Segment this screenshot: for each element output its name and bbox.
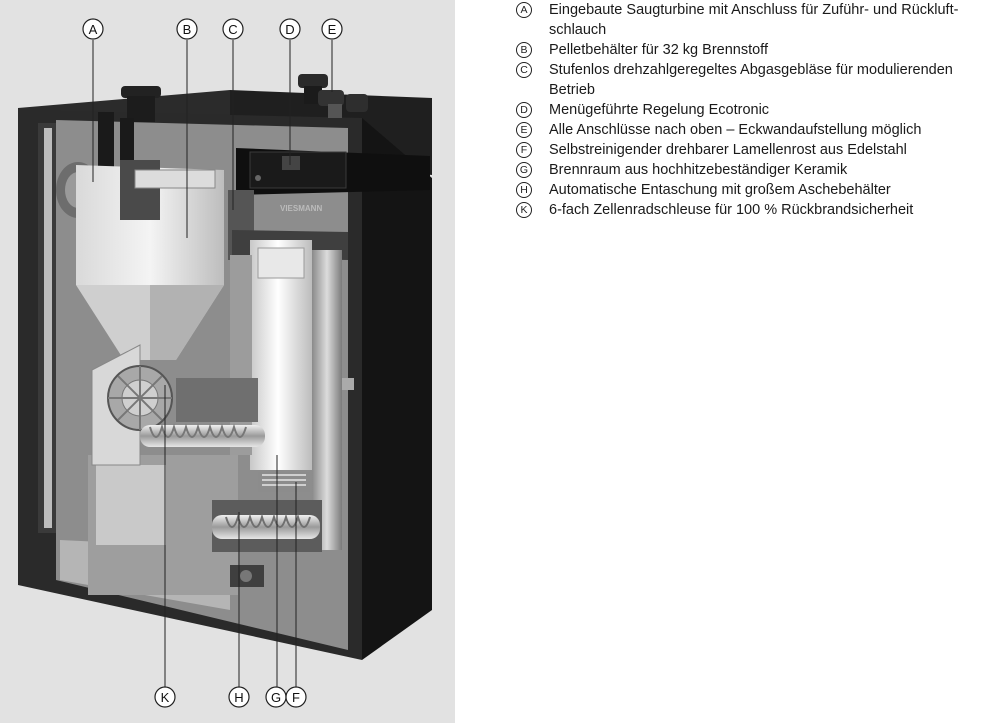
legend-text: Alle Anschlüsse nach oben – Eckwandaufst… [549,122,922,138]
callout-label: H [234,690,243,705]
legend-item-c: C Stufenlos drehzahlgeregeltes Abgasgebl… [515,60,1002,100]
legend-text: Brennraum aus hochhitzebeständiger Keram… [549,162,848,178]
legend-item-d: D Menügeführte Regelung Ecotronic [515,100,1002,120]
callout-label: C [228,22,237,37]
control-panel: VIESMANN [236,148,430,213]
callout-a: A [82,18,104,40]
legend-text: Automatische Entaschung mit großem Asche… [549,182,891,198]
legend-item-a: A Eingebaute Saugturbine mit Anschluss f… [515,0,1002,40]
legend-letter: K [516,202,532,218]
callout-label: D [285,22,294,37]
legend-letter: D [516,102,532,118]
legend-letter: F [516,142,532,158]
callouts-top: A B C D E [82,18,343,40]
callout-label: K [161,690,170,705]
callout-leader-lines [92,40,333,688]
legend-letter: A [516,2,532,18]
callout-label: A [89,22,98,37]
boiler-cutaway-illustration: VIESMANN [0,0,455,723]
callout-label: G [271,690,281,705]
legend-text: Menügeführte Regelung Ecotronic [549,102,770,118]
rotary-valve [91,344,173,466]
legend: A Eingebaute Saugturbine mit Anschluss f… [515,0,1002,220]
brand-mark: VIESMANN [280,204,322,213]
callout-label: E [328,22,337,37]
callout-g: G [265,686,287,708]
legend-letter: C [516,62,532,78]
legend-text: Stufenlos drehzahlgeregeltes Abgasgebläs… [549,62,953,98]
legend-text: 6-fach Zellenradschleuse für 100 % Rückb… [549,202,914,218]
callout-e: E [321,18,343,40]
stoker-auger [140,378,265,447]
legend-text: Pelletbehälter für 32 kg Brennstoff [549,42,768,58]
callout-label: F [292,690,300,705]
legend-text: Selbstreinigender drehbarer Lamellenrost… [549,142,907,158]
legend-letter: E [516,122,532,138]
callout-h: H [228,686,250,708]
callouts-bottom: K H G F [154,686,307,708]
callout-k: K [154,686,176,708]
callout-b: B [176,18,198,40]
legend-item-g: G Brennraum aus hochhitzebeständiger Ker… [515,160,1002,180]
callout-label: B [183,22,192,37]
legend-item-f: F Selbstreinigender drehbarer Lamellenro… [515,140,1002,160]
callout-d: D [279,18,301,40]
boiler-drawing: VIESMANN [18,18,432,708]
legend-item-b: B Pelletbehälter für 32 kg Brennstoff [515,40,1002,60]
top-connections [98,74,368,178]
legend-item-k: K 6-fach Zellenradschleuse für 100 % Rüc… [515,200,1002,220]
callout-f: F [285,686,307,708]
legend-letter: G [516,162,532,178]
legend-text: Eingebaute Saugturbine mit Anschluss für… [549,2,959,38]
legend-item-e: E Alle Anschlüsse nach oben – Eckwandauf… [515,120,1002,140]
legend-letter: B [516,42,532,58]
legend-item-h: H Automatische Entaschung mit großem Asc… [515,180,1002,200]
legend-letter: H [516,182,532,198]
callout-c: C [222,18,244,40]
